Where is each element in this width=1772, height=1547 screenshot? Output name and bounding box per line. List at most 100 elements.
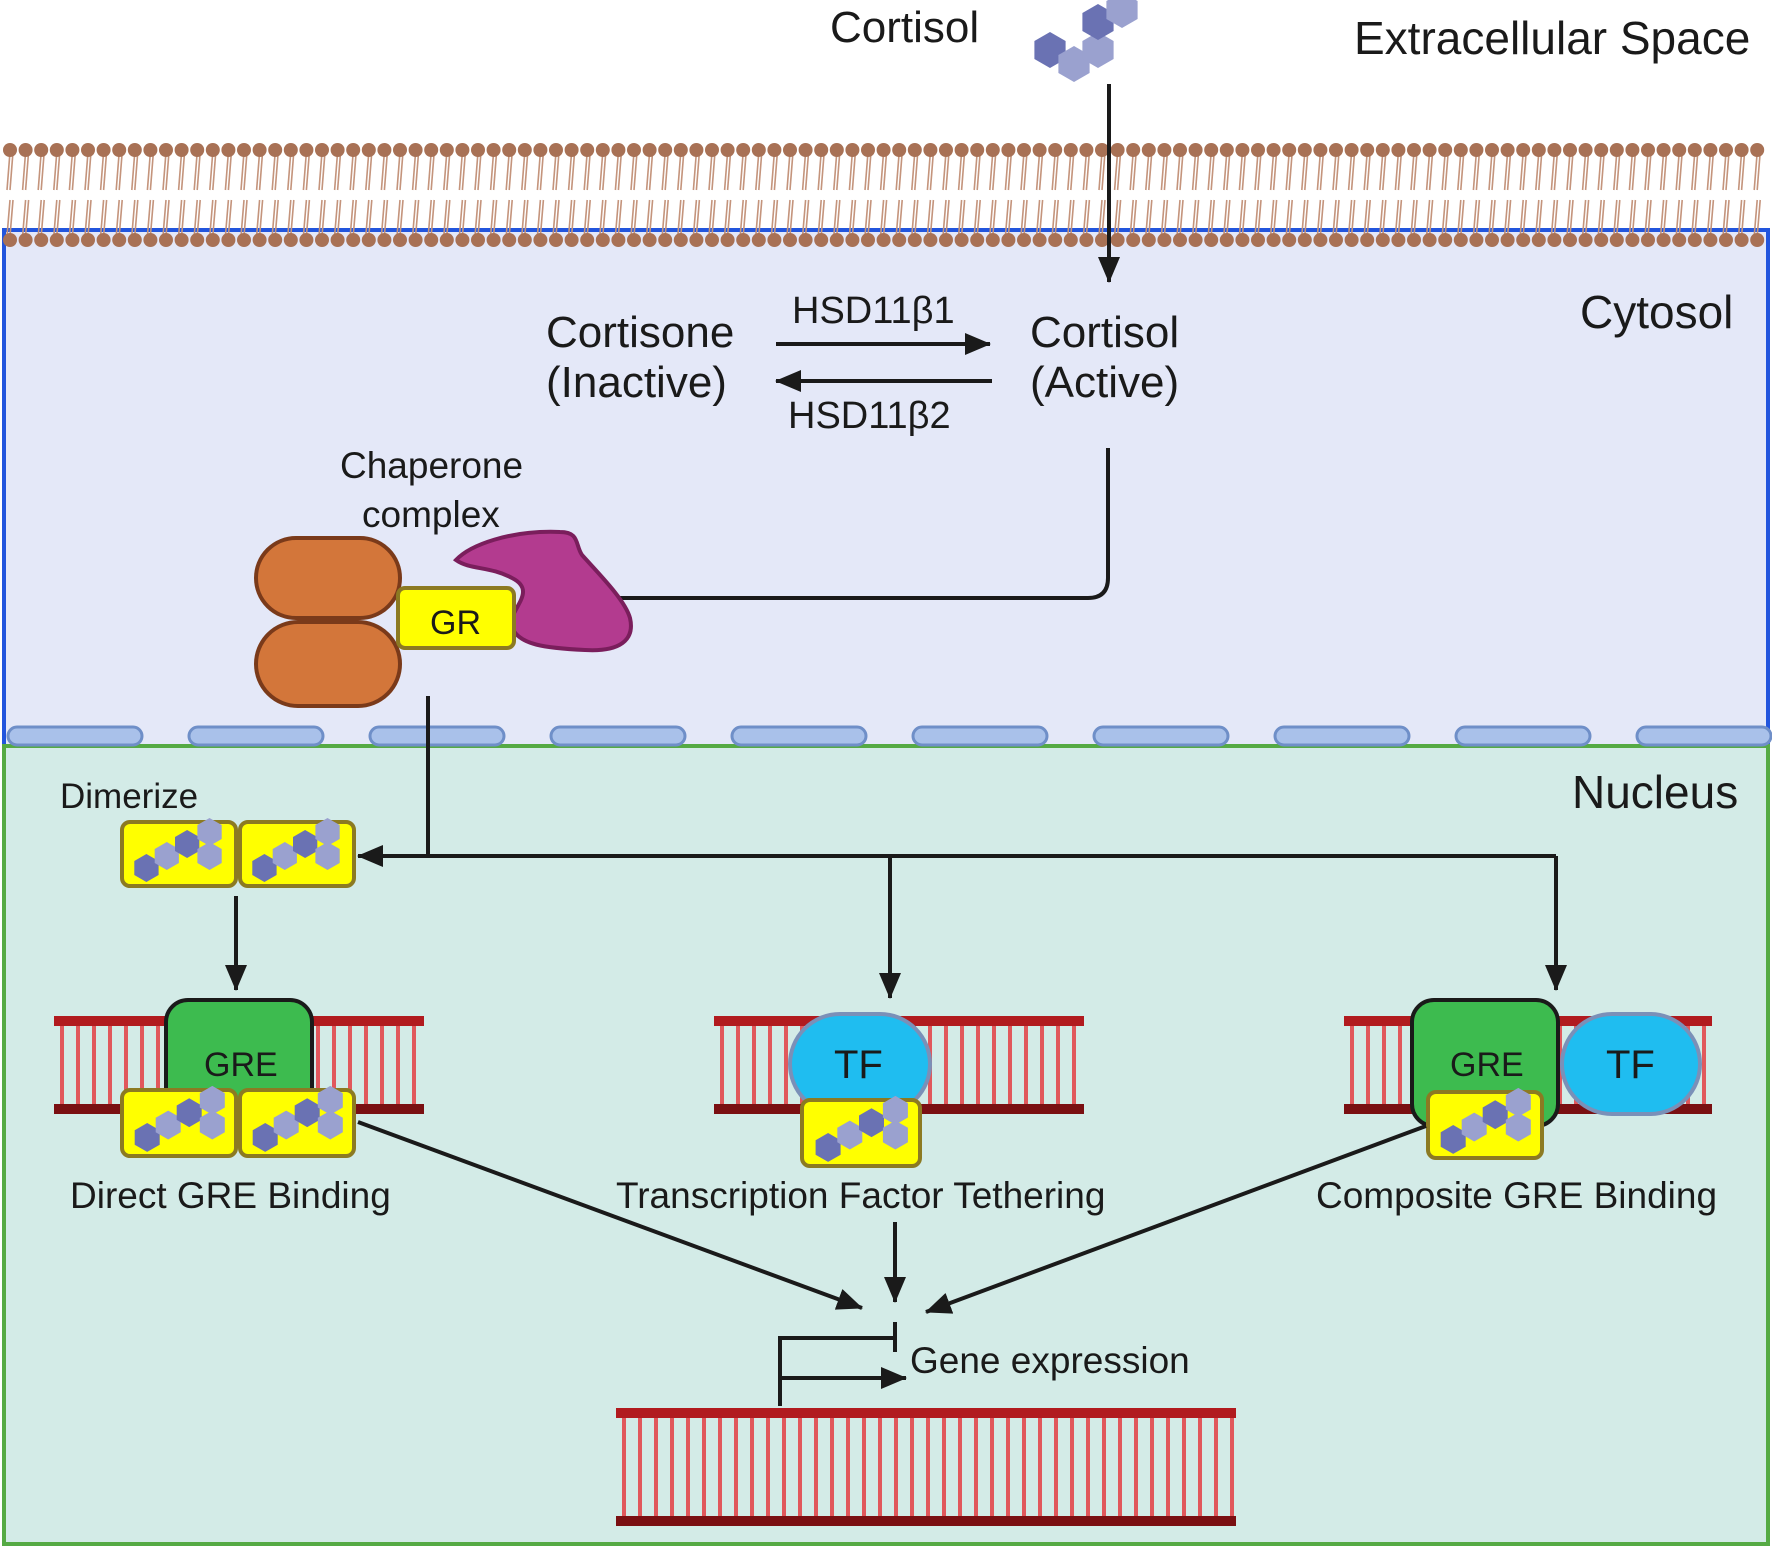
membrane-lipid-head xyxy=(159,143,173,157)
membrane-lipid-head xyxy=(502,143,517,157)
membrane-lipid-head xyxy=(18,233,33,247)
membrane-lipid-head xyxy=(1703,143,1718,157)
membrane-lipid-head xyxy=(1469,233,1484,247)
membrane-lipid-head xyxy=(1485,143,1499,157)
nuclear-envelope-segment xyxy=(1273,725,1411,747)
membrane-lipid-head xyxy=(1641,143,1655,157)
membrane-lipid-head xyxy=(486,143,501,157)
cortisol-ring xyxy=(252,854,277,882)
chaperone-label: Chaperone xyxy=(340,445,523,486)
membrane-lipid-head xyxy=(845,143,860,157)
membrane-lipid-head xyxy=(549,233,563,247)
membrane-lipid-head xyxy=(829,233,844,247)
membrane-lipid-head xyxy=(330,233,345,247)
membrane-lipid-head xyxy=(595,143,610,157)
membrane-lipid-head xyxy=(1251,233,1265,247)
cortisol-label: Cortisol xyxy=(1030,308,1179,357)
membrane-lipid-head xyxy=(783,143,797,157)
chaperone-protein-magenta xyxy=(452,529,633,653)
membrane-lipid-head xyxy=(455,143,470,157)
membrane-lipid-head xyxy=(159,233,173,247)
membrane-lipid-head xyxy=(1063,233,1078,247)
membrane-lipid-head xyxy=(736,233,751,247)
composite-to-gene-arrow xyxy=(925,1124,1427,1314)
membrane-lipid-head xyxy=(1625,233,1640,247)
membrane-lipid-head xyxy=(1516,233,1531,247)
membrane-lipid-head xyxy=(393,143,407,157)
membrane-lipid-head xyxy=(1719,233,1733,247)
membrane-lipid-head xyxy=(143,233,158,247)
membrane-lipid-head xyxy=(112,233,127,247)
membrane-lipid-head xyxy=(627,143,641,157)
membrane-lipid-head xyxy=(393,233,407,247)
membrane-lipid-head xyxy=(1266,233,1281,247)
membrane-lipid-head xyxy=(283,143,298,157)
direct-to-gene-arrow xyxy=(357,1120,863,1310)
membrane-lipid-head xyxy=(3,233,17,247)
membrane-lipid-head xyxy=(1407,143,1421,157)
membrane-lipid-head xyxy=(1329,233,1343,247)
membrane-lipid-head xyxy=(174,233,189,247)
membrane-lipid-head xyxy=(408,233,423,247)
membrane-lipid-head xyxy=(1079,233,1094,247)
nuclear-envelope-pores xyxy=(6,725,1772,747)
membrane-lipid-head xyxy=(1391,143,1406,157)
cortisol-to-gr-connector xyxy=(610,448,1110,600)
membrane-lipid-head xyxy=(1609,143,1624,157)
membrane-lipid-head xyxy=(1266,143,1281,157)
membrane-lipid-head xyxy=(1344,233,1359,247)
cortisol-ring xyxy=(837,1120,863,1150)
dimerize-label: Dimerize xyxy=(60,777,198,816)
membrane-lipid-head xyxy=(18,143,33,157)
membrane-lipid-head xyxy=(1313,233,1328,247)
membrane-lipid-head xyxy=(1282,233,1297,247)
membrane-lipid-head xyxy=(424,143,439,157)
membrane-lipid-head xyxy=(1001,143,1016,157)
membrane-lipid-head xyxy=(377,233,392,247)
gr-bound-left xyxy=(120,1085,238,1158)
membrane-lipid-head xyxy=(1656,143,1671,157)
membrane-lipid-head xyxy=(517,143,532,157)
membrane-lipid-head xyxy=(81,233,95,247)
membrane-lipid-head xyxy=(1469,143,1484,157)
membrane-lipid-head xyxy=(970,143,985,157)
tf-block-composite xyxy=(1560,1012,1702,1116)
membrane-lipid-head xyxy=(939,143,953,157)
cortisol-ring xyxy=(199,1085,225,1115)
membrane-lipid-head xyxy=(533,143,548,157)
chaperone-label-2: complex xyxy=(362,494,500,535)
membrane-lipid-head xyxy=(1017,143,1031,157)
tf-label-tethering: TF xyxy=(834,1043,883,1087)
membrane-lipid-head xyxy=(1251,143,1265,157)
membrane-lipid-head xyxy=(502,233,517,247)
membrane-lipid-head xyxy=(190,143,205,157)
chaperone-protein-upper xyxy=(254,536,402,620)
membrane-lipid-head xyxy=(1594,143,1609,157)
membrane-lipid-head xyxy=(1578,143,1593,157)
membrane-lipid-head xyxy=(346,143,361,157)
membrane-lipid-head xyxy=(861,143,875,157)
membrane-lipid-head xyxy=(81,143,95,157)
membrane-lipid-head xyxy=(564,233,579,247)
membrane-lipid-head xyxy=(1391,233,1406,247)
membrane-lipid-head xyxy=(1360,143,1375,157)
membrane-lipid-head xyxy=(783,233,797,247)
membrane-lipid-head xyxy=(517,233,532,247)
membrane-lipid-head xyxy=(1204,143,1219,157)
membrane-lipid-head xyxy=(845,233,860,247)
membrane-lipid-head xyxy=(221,143,236,157)
membrane-lipid-head xyxy=(1095,233,1109,247)
membrane-lipid-head xyxy=(237,233,251,247)
membrane-lipid-head xyxy=(1516,143,1531,157)
membrane-lipid-head xyxy=(205,233,220,247)
tf-label-composite: TF xyxy=(1606,1043,1655,1087)
membrane-lipid-head xyxy=(954,143,969,157)
membrane-lipid-head xyxy=(1235,143,1250,157)
membrane-lipid-head xyxy=(439,143,454,157)
membrane-lipid-head xyxy=(611,143,626,157)
membrane-lipid-head xyxy=(1157,143,1172,157)
membrane-lipid-head xyxy=(814,233,829,247)
membrane-lipid-head xyxy=(1063,143,1078,157)
